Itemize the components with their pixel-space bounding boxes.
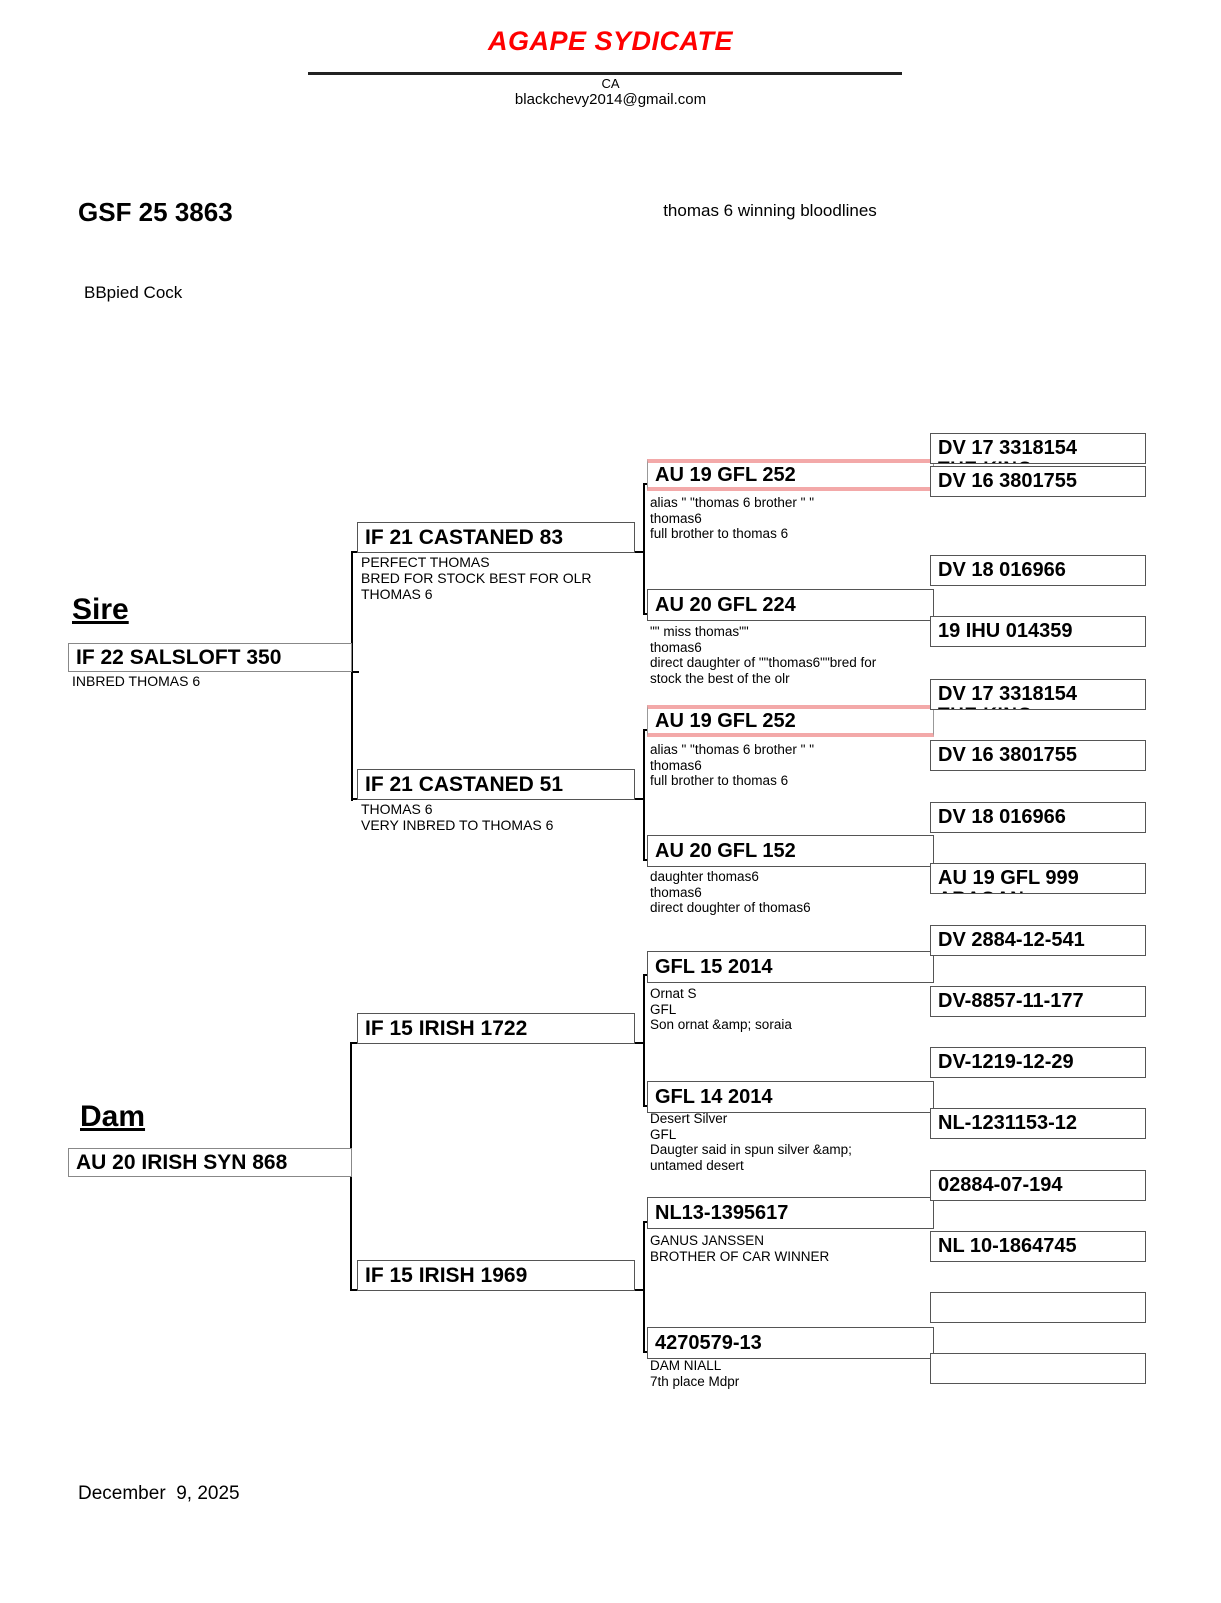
connector <box>633 1042 645 1044</box>
dam-label: Dam <box>80 1100 146 1133</box>
gggrandparent-box-5[interactable]: DV 17 3318154 THE KING <box>930 679 1146 710</box>
connector <box>350 1042 360 1044</box>
gggrandparent-name: DV 16 3801755 <box>938 744 1078 766</box>
gggrandparent-box-7[interactable]: DV 18 016966 <box>930 802 1146 833</box>
subject-band-id: GSF 25 3863 <box>78 197 233 227</box>
greatgrandparent-name: GFL 15 2014 <box>655 955 773 978</box>
page-title: AGAPE SYDICATE <box>487 26 734 56</box>
connector <box>351 798 361 800</box>
grandparent-name: IF 21 CASTANED 51 <box>365 772 563 796</box>
grandparent-box-3[interactable]: IF 15 IRISH 1722 <box>357 1013 635 1044</box>
sire-label: Sire <box>72 593 129 626</box>
greatgrandparent-note: "" miss thomas"" thomas6 direct daughter… <box>650 624 877 686</box>
greatgrandparent-box-7[interactable]: NL13-1395617 <box>647 1197 934 1229</box>
connector <box>643 974 645 1105</box>
greatgrandparent-note: GANUS JANSSEN BROTHER OF CAR WINNER <box>650 1233 830 1264</box>
gggrandparent-name: DV-8857-11-177 <box>938 990 1084 1012</box>
gggrandparent-box-2[interactable]: DV 16 3801755 <box>930 466 1146 497</box>
document-date: December 9, 2025 <box>78 1483 240 1504</box>
gggrandparent-name: DV 2884-12-541 <box>938 929 1085 951</box>
grandparent-box-1[interactable]: IF 21 CASTANED 83 <box>357 522 635 553</box>
sire-box[interactable]: IF 22 SALSLOFT 350 <box>68 643 352 672</box>
gggrandparent-box-12[interactable]: NL-1231153-12 <box>930 1108 1146 1139</box>
connector <box>643 1221 645 1351</box>
gggrandparent-box-13[interactable]: 02884-07-194 <box>930 1170 1146 1201</box>
gggrandparent-name: DV 16 3801755 <box>938 470 1078 492</box>
connector <box>633 798 645 800</box>
sire-note: INBRED THOMAS 6 <box>72 673 201 689</box>
greatgrandparent-name: AU 20 GFL 152 <box>655 839 796 862</box>
greatgrandparent-name: AU 19 GFL 252 <box>655 463 796 486</box>
gggrandparent-box-4[interactable]: 19 IHU 014359 <box>930 616 1146 647</box>
header-divider <box>308 72 902 75</box>
connector <box>351 671 359 673</box>
greatgrandparent-note: Desert Silver GFL Daugter said in spun s… <box>650 1111 852 1173</box>
gggrandparent-name: DV 18 016966 <box>938 806 1066 828</box>
grandparent-box-2[interactable]: IF 21 CASTANED 51 <box>357 769 635 800</box>
gggrandparent-name: 19 IHU 014359 <box>938 620 1073 642</box>
gggrandparent-box-1[interactable]: DV 17 3318154 THE KING <box>930 433 1146 464</box>
greatgrandparent-note: daughter thomas6 thomas6 direct doughter… <box>650 869 811 915</box>
gggrandparent-box-15[interactable] <box>930 1292 1146 1323</box>
gggrandparent-box-10[interactable]: DV-8857-11-177 <box>930 986 1146 1017</box>
connector <box>643 729 645 860</box>
gggrandparent-clipped-note: THE KING <box>938 705 1138 709</box>
grandparent-name: IF 21 CASTANED 83 <box>365 525 563 549</box>
gggrandparent-box-9[interactable]: DV 2884-12-541 <box>930 925 1146 956</box>
gggrandparent-clipped-note: ARAGAN <box>938 889 1138 893</box>
greatgrandparent-name: AU 20 GFL 224 <box>655 593 796 616</box>
gggrandparent-box-6[interactable]: DV 16 3801755 <box>930 740 1146 771</box>
connector <box>351 551 353 801</box>
greatgrandparent-box-1[interactable]: AU 19 GFL 252 <box>647 459 934 491</box>
greatgrandparent-note: Ornat S GFL Son ornat &amp; soraia <box>650 986 792 1032</box>
gggrandparent-box-3[interactable]: DV 18 016966 <box>930 555 1146 586</box>
grandparent-name: IF 15 IRISH 1969 <box>365 1263 528 1287</box>
gggrandparent-name: DV 17 3318154 <box>938 437 1078 459</box>
greatgrandparent-box-2[interactable]: AU 20 GFL 224 <box>647 589 934 621</box>
gggrandparent-box-16[interactable] <box>930 1353 1146 1384</box>
connector <box>351 551 361 553</box>
grandparent-note: PERFECT THOMAS BRED FOR STOCK BEST FOR O… <box>361 554 592 602</box>
gggrandparent-box-14[interactable]: NL 10-1864745 <box>930 1231 1146 1262</box>
gggrandparent-name: DV 18 016966 <box>938 559 1066 581</box>
dam-box[interactable]: AU 20 IRISH SYN 868 <box>68 1148 352 1177</box>
greatgrandparent-note: alias " "thomas 6 brother " " thomas6 fu… <box>650 742 814 788</box>
connector <box>633 1289 645 1291</box>
greatgrandparent-box-6[interactable]: GFL 14 2014 <box>647 1081 934 1113</box>
greatgrandparent-note: DAM NIALL 7th place Mdpr <box>650 1358 740 1389</box>
greatgrandparent-note: alias " "thomas 6 brother " " thomas6 fu… <box>650 495 814 541</box>
greatgrandparent-box-8[interactable]: 4270579-13 <box>647 1327 934 1359</box>
subject-description: BBpied Cock <box>84 283 183 302</box>
greatgrandparent-box-5[interactable]: GFL 15 2014 <box>647 951 934 983</box>
grandparent-name: IF 15 IRISH 1722 <box>365 1016 528 1040</box>
gggrandparent-name: DV-1219-12-29 <box>938 1051 1074 1073</box>
connector <box>643 483 645 614</box>
greatgrandparent-name: GFL 14 2014 <box>655 1085 773 1108</box>
dam-name: AU 20 IRISH SYN 868 <box>76 1150 288 1174</box>
sire-name: IF 22 SALSLOFT 350 <box>76 645 282 669</box>
greatgrandparent-box-4[interactable]: AU 20 GFL 152 <box>647 835 934 867</box>
gggrandparent-name: 02884-07-194 <box>938 1174 1063 1196</box>
greatgrandparent-name: AU 19 GFL 252 <box>655 709 796 732</box>
gggrandparent-name: NL-1231153-12 <box>938 1112 1077 1134</box>
gggrandparent-name: NL 10-1864745 <box>938 1235 1077 1257</box>
gggrandparent-clipped-note: THE KING <box>938 459 1138 463</box>
subject-tagline: thomas 6 winning bloodlines <box>663 201 877 220</box>
greatgrandparent-name: NL13-1395617 <box>655 1201 789 1224</box>
gggrandparent-name: AU 19 GFL 999 <box>938 867 1079 889</box>
gggrandparent-name: DV 17 3318154 <box>938 683 1078 705</box>
grandparent-note: THOMAS 6 VERY INBRED TO THOMAS 6 <box>361 801 554 833</box>
greatgrandparent-name: 4270579-13 <box>655 1331 762 1354</box>
greatgrandparent-box-3[interactable]: AU 19 GFL 252 <box>647 705 934 737</box>
gggrandparent-box-11[interactable]: DV-1219-12-29 <box>930 1047 1146 1078</box>
grandparent-box-4[interactable]: IF 15 IRISH 1969 <box>357 1260 635 1291</box>
header-location: CA <box>601 76 620 91</box>
connector <box>350 1289 360 1291</box>
gggrandparent-box-8[interactable]: AU 19 GFL 999 ARAGAN <box>930 863 1146 894</box>
header-email: blackchevy2014@gmail.com <box>514 91 707 108</box>
connector <box>633 551 645 553</box>
